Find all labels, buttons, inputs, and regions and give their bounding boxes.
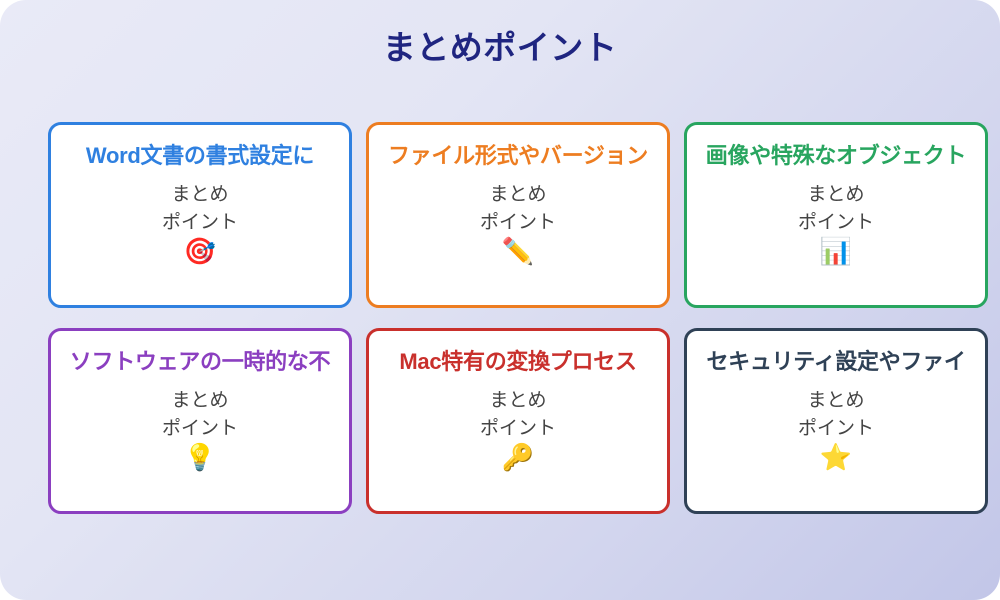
summary-card-body: まとめ ポイント [480, 387, 556, 442]
summary-card-1[interactable]: Word文書の書式設定に まとめ ポイント 🎯 [48, 122, 352, 308]
summary-card-5[interactable]: Mac特有の変換プロセス まとめ ポイント 🔑 [366, 328, 670, 514]
summary-card-body: まとめ ポイント [480, 181, 556, 236]
summary-card-body-line2: ポイント [161, 211, 238, 233]
summary-card-4[interactable]: ソフトウェアの一時的な不 まとめ ポイント 💡 [48, 328, 352, 514]
summary-cards-grid: Word文書の書式設定に まとめ ポイント 🎯 ファイル形式やバージョン まとめ… [48, 122, 988, 514]
bar-chart-icon: 📊 [819, 236, 853, 267]
summary-card-body-line2: ポイント [797, 417, 874, 439]
summary-card-3[interactable]: 画像や特殊なオブジェクト まとめ ポイント 📊 [684, 122, 988, 308]
summary-card-body-line2: ポイント [161, 417, 238, 439]
summary-card-title: 画像や特殊なオブジェクト [705, 143, 967, 168]
pencil-icon: ✏️ [501, 236, 535, 267]
target-dart-icon: 🎯 [183, 236, 217, 267]
summary-card-body-line1: まとめ [489, 390, 547, 412]
summary-card-body-line2: ポイント [479, 417, 556, 439]
summary-card-body-line1: まとめ [807, 390, 865, 412]
summary-card-body-line1: まとめ [171, 184, 229, 206]
summary-card-title: Mac特有の変換プロセス [399, 349, 637, 374]
summary-card-title: Word文書の書式設定に [85, 143, 315, 168]
summary-card-body-line1: まとめ [489, 184, 547, 206]
summary-card-2[interactable]: ファイル形式やバージョン まとめ ポイント ✏️ [366, 122, 670, 308]
key-icon: 🔑 [501, 442, 535, 473]
page-title: まとめポイント [382, 29, 618, 66]
summary-card-title: セキュリティ設定やファイ [706, 349, 966, 374]
summary-card-body-line2: ポイント [797, 211, 874, 233]
star-icon: ⭐ [819, 442, 853, 473]
summary-card-body-line2: ポイント [479, 211, 556, 233]
lightbulb-icon: 💡 [183, 442, 217, 473]
summary-card-6[interactable]: セキュリティ設定やファイ まとめ ポイント ⭐ [684, 328, 988, 514]
summary-card-body-line1: まとめ [807, 184, 865, 206]
summary-card-body: まとめ ポイント [798, 181, 874, 236]
summary-card-body: まとめ ポイント [798, 387, 874, 442]
summary-card-title: ソフトウェアの一時的な不 [69, 349, 331, 374]
summary-card-title: ファイル形式やバージョン [388, 143, 648, 168]
summary-card-body: まとめ ポイント [162, 181, 238, 236]
summary-card-body-line1: まとめ [171, 390, 229, 412]
summary-card-body: まとめ ポイント [162, 387, 238, 442]
